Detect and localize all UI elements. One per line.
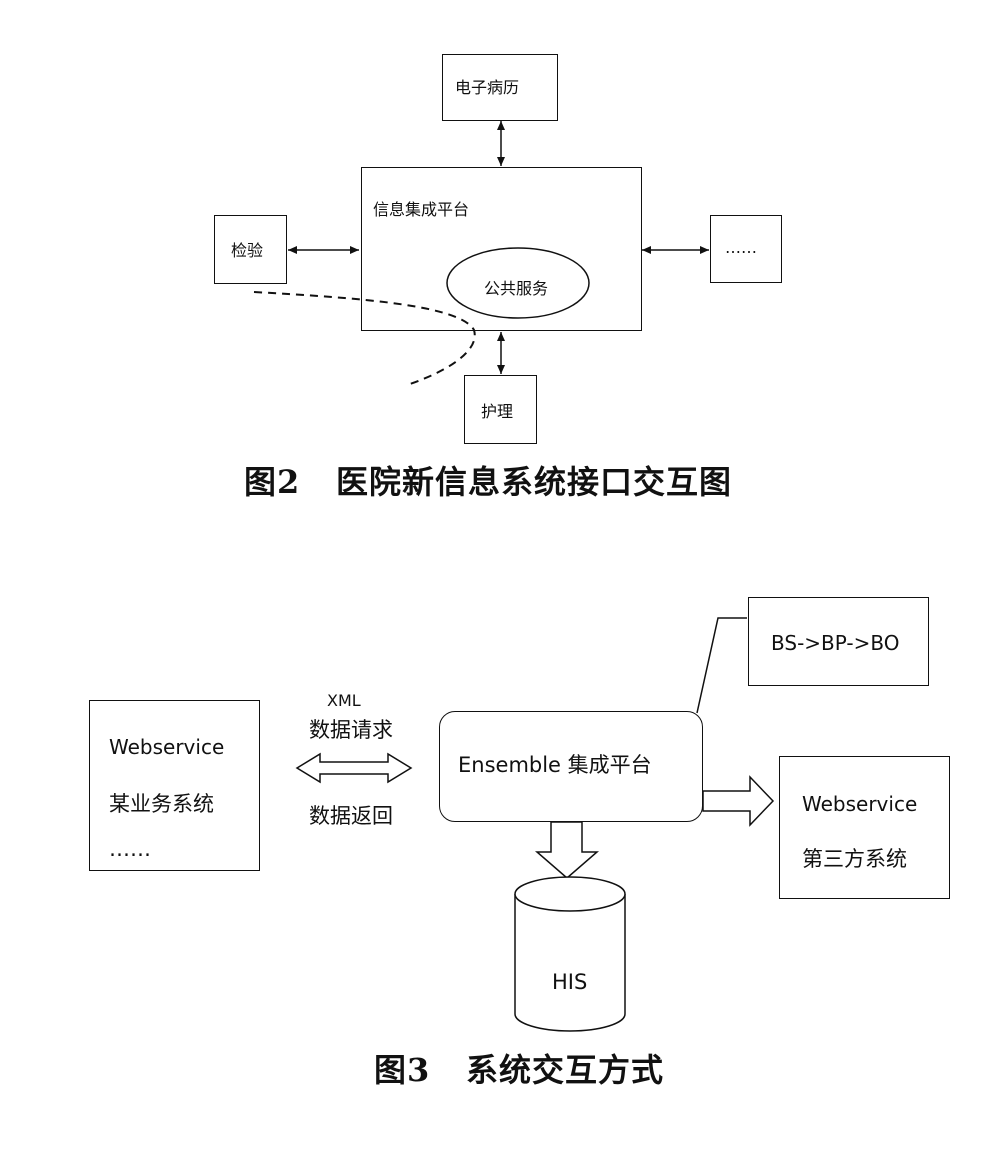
left-system-line3: …… (109, 837, 151, 861)
his-label: HIS (552, 970, 588, 994)
nursing-label: 护理 (481, 402, 514, 421)
dashed-boundary-curve (253, 291, 476, 385)
public-service-ellipse (446, 247, 590, 319)
lab-label: 检验 (231, 241, 264, 260)
left-system-box: Webservice 某业务系统 …… (89, 700, 260, 871)
right-system-line1: Webservice (802, 792, 918, 816)
ellipsis-box: …… (710, 215, 782, 283)
his-cylinder-top (514, 876, 626, 912)
right-system-line2: 第三方系统 (802, 847, 907, 871)
bs-callout-line (696, 617, 747, 714)
figure2-caption-text: 医院新信息系统接口交互图 (336, 463, 733, 501)
his-cylinder (514, 894, 626, 1032)
left-system-line1: Webservice (109, 735, 225, 759)
figure3-caption-text: 系统交互方式 (466, 1051, 665, 1089)
platform-label: 信息集成平台 (373, 200, 470, 219)
lab-box: 检验 (214, 215, 287, 284)
emr-label: 电子病历 (455, 78, 520, 97)
bs-chain-box: BS->BP->BO (748, 597, 929, 686)
ensemble-box: Ensemble 集成平台 (439, 711, 703, 822)
to-his-arrow (534, 821, 600, 879)
to-third-party-arrow (702, 775, 775, 827)
figure3-caption-number: 图3 (374, 1051, 431, 1089)
platform-box: 信息集成平台 (361, 167, 642, 331)
xml-label: XML (327, 691, 361, 710)
public-service-label: 公共服务 (484, 279, 549, 298)
return-label: 数据返回 (309, 804, 393, 828)
nursing-box: 护理 (464, 375, 537, 444)
emr-box: 电子病历 (442, 54, 558, 121)
bs-chain-label: BS->BP->BO (771, 631, 900, 655)
figure2-caption-number: 图2 (244, 463, 301, 501)
request-label: 数据请求 (309, 718, 393, 742)
ensemble-label: Ensemble 集成平台 (458, 753, 652, 777)
ellipsis-label: …… (725, 238, 757, 257)
right-system-box: Webservice 第三方系统 (779, 756, 950, 899)
request-return-double-arrow (295, 752, 413, 784)
left-system-line2: 某业务系统 (109, 792, 214, 816)
